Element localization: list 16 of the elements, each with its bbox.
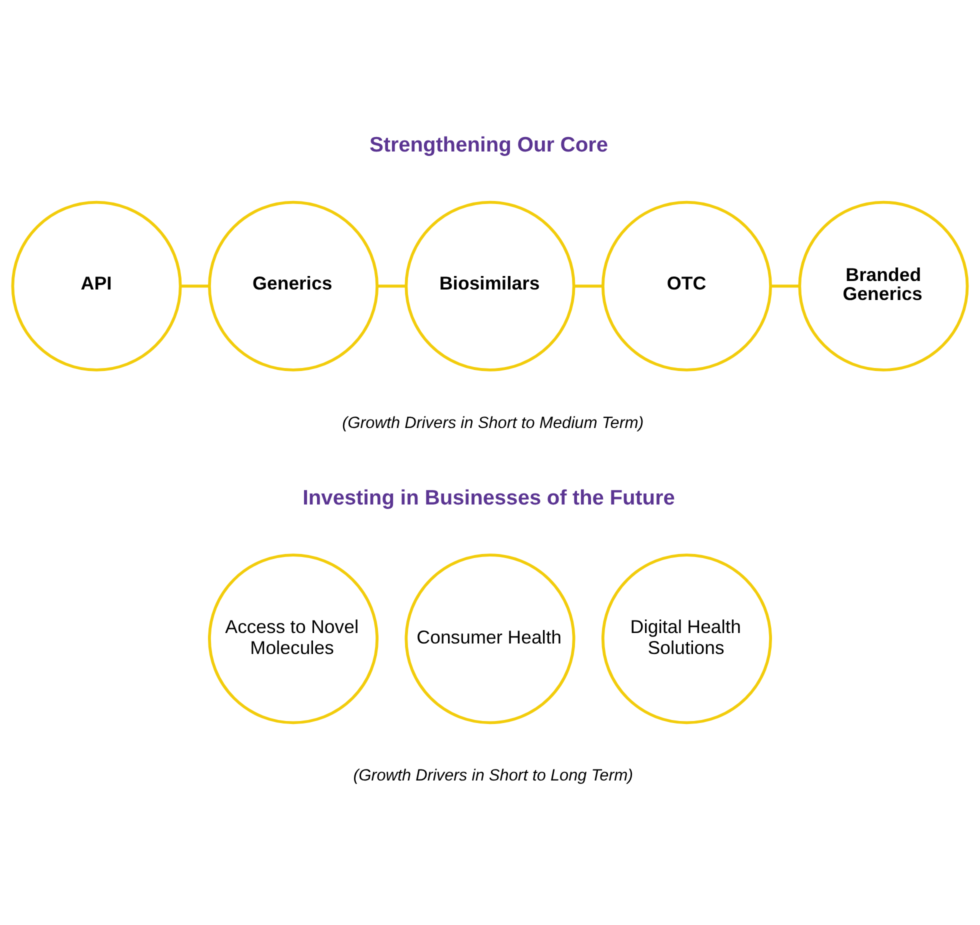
connector [180,284,210,288]
label: (Growth Drivers in Short to Medium Term) [342,414,644,432]
node-circle: OTC [601,200,772,372]
node-circle: Consumer Health [404,554,576,724]
node-circle: Branded Generics [798,200,969,372]
node-circle: Digital Health Solutions [601,554,772,724]
connector [574,284,603,288]
connector [770,284,800,288]
node-circle: Generics [208,200,379,372]
node-circle: Biosimilars [404,200,576,372]
label: Strengthening Our Core [370,134,608,157]
label: Investing in Businesses of the Future [302,486,675,510]
node-circle: API [11,200,182,372]
connector [377,284,406,288]
node-circle: Access to Novel Molecules [208,554,379,724]
label: (Growth Drivers in Short to Long Term) [353,766,634,785]
